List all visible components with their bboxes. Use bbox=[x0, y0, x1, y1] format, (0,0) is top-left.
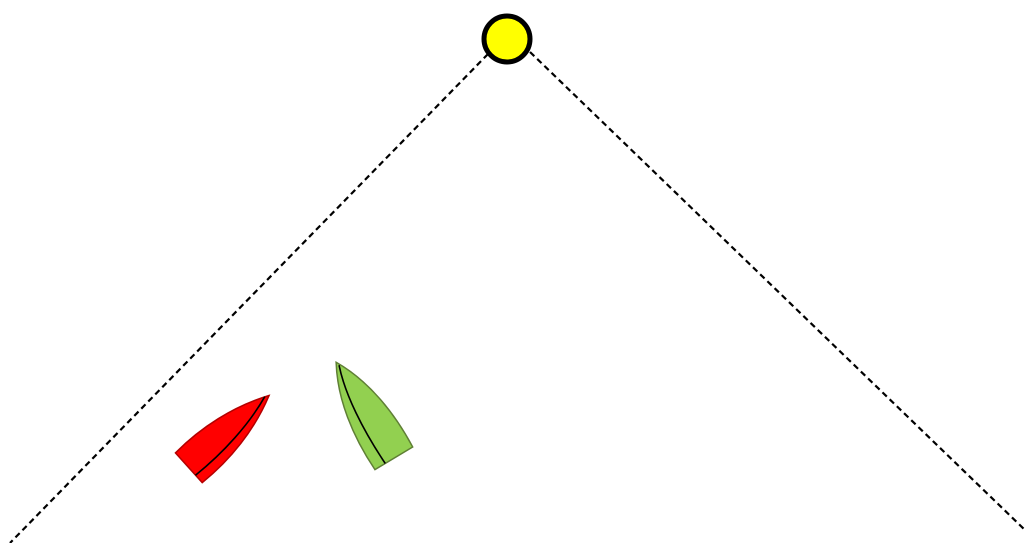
green-boat-hull bbox=[335, 360, 414, 471]
red-boat-sheer-line bbox=[195, 396, 266, 476]
green-boat bbox=[335, 360, 414, 471]
green-boat-sheer-line bbox=[338, 365, 386, 464]
port-layline bbox=[9, 53, 489, 543]
starboard-layline bbox=[529, 51, 1025, 531]
red-boat bbox=[174, 394, 271, 484]
windward-mark bbox=[481, 13, 533, 65]
red-boat-hull bbox=[174, 394, 271, 484]
